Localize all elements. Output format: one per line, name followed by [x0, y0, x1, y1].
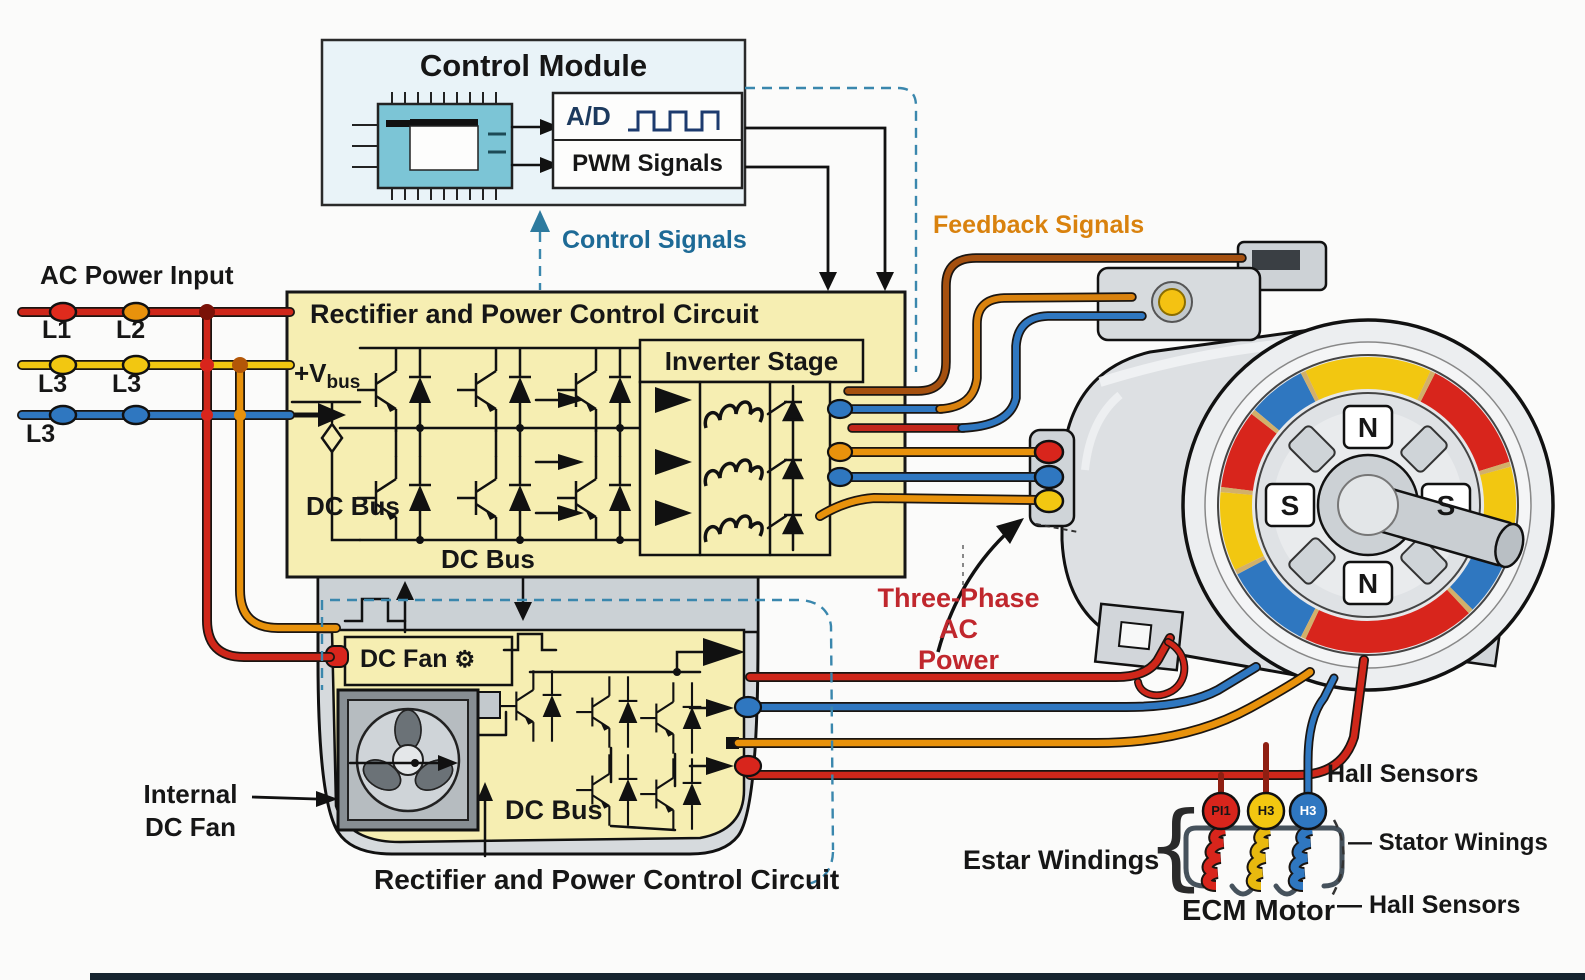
stator-windings-label: — Stator Winings: [1348, 829, 1548, 856]
feedback-wires: [841, 253, 1247, 433]
lower-output-wires: [733, 633, 1369, 780]
l2-label: L2: [116, 316, 146, 344]
microcontroller-icon: [352, 92, 514, 200]
l3c-label: L3: [26, 420, 56, 448]
ac-input-lines: [17, 301, 341, 662]
module-feedback-dashed-line: [745, 86, 918, 372]
pole-n-bottom: N: [1357, 568, 1379, 599]
lower-rectifier-caption: Rectifier and Power Control Circuit: [374, 864, 840, 895]
windings-brace: {: [1146, 792, 1206, 901]
gear-icon: ⚙: [454, 646, 476, 672]
inverter-stage: [638, 338, 865, 557]
right-arrow-bottom: [706, 757, 734, 775]
control-module: [320, 38, 747, 207]
pwm-label: PWM Signals: [572, 150, 723, 177]
l1-label: L1: [42, 316, 72, 344]
motor-top-housing: [1096, 240, 1328, 342]
hall-sensors-bottom-label: — Hall Sensors: [1337, 891, 1521, 919]
dc-bus-bottom-label: DC Bus: [441, 544, 535, 574]
ecm-motor-illustration: [1028, 240, 1555, 692]
l3a-label: L3: [38, 370, 68, 398]
upper-rectifier-title: Rectifier and Power Control Circuit: [310, 299, 759, 329]
hall-sensor-windings: [1183, 673, 1345, 897]
hall-sensor-yellow: [1246, 791, 1286, 831]
sensor-tag-red: PI1: [1211, 803, 1231, 818]
pulse-glyph: [502, 632, 558, 652]
pole-s-left: S: [1280, 490, 1300, 521]
adc-label: A/D: [566, 101, 611, 131]
star-windings-label: Estar Windings: [963, 845, 1160, 875]
dc-fan-label: DC Fan ⚙: [360, 645, 476, 673]
yellow-button: [1158, 288, 1186, 316]
motor-terminals: [1033, 439, 1065, 514]
pole-n-top: N: [1357, 412, 1379, 443]
right-arrow-mid: [706, 699, 734, 717]
dc-bus-side-label: DC Bus: [306, 491, 400, 521]
hall-sensor-red: [1201, 791, 1241, 831]
ecm-motor-label: ECM Motor: [1182, 895, 1336, 927]
interbox-links: [343, 546, 532, 634]
dc-bus-lower-label: DC Bus: [505, 795, 603, 825]
hall-sensor-blue: [1288, 791, 1328, 831]
sensor-tag-blue: H3: [1299, 803, 1317, 818]
upper-rectifier-box: [285, 290, 907, 579]
vbus-label: +Vbus: [294, 358, 361, 393]
lower-circuit-symbols: [325, 632, 745, 858]
annotations: [251, 518, 1024, 886]
right-arrow-top: [703, 638, 745, 666]
bottom-edge-bar: [90, 973, 1585, 980]
pole-s-right: S: [1436, 490, 1456, 521]
sensor-tag-yellow: H3: [1257, 803, 1275, 818]
square-wave-icon: [628, 110, 720, 132]
l3b-label: L3: [112, 370, 142, 398]
control-lines: [530, 86, 918, 372]
control-module-title-center: Control Module: [419, 48, 648, 83]
hall-sensors-top-label: Hall Sensors: [1327, 760, 1479, 788]
feedback-signals-label: Feedback Signals: [933, 211, 1145, 239]
inverter-stage-title: Inverter Stage: [664, 346, 839, 376]
three-phase-wires: [815, 398, 1065, 521]
ac-power-input-label: AC Power Input: [40, 260, 234, 290]
control-signals-label: Control Signals: [562, 226, 747, 254]
fan-icon: [336, 688, 501, 832]
